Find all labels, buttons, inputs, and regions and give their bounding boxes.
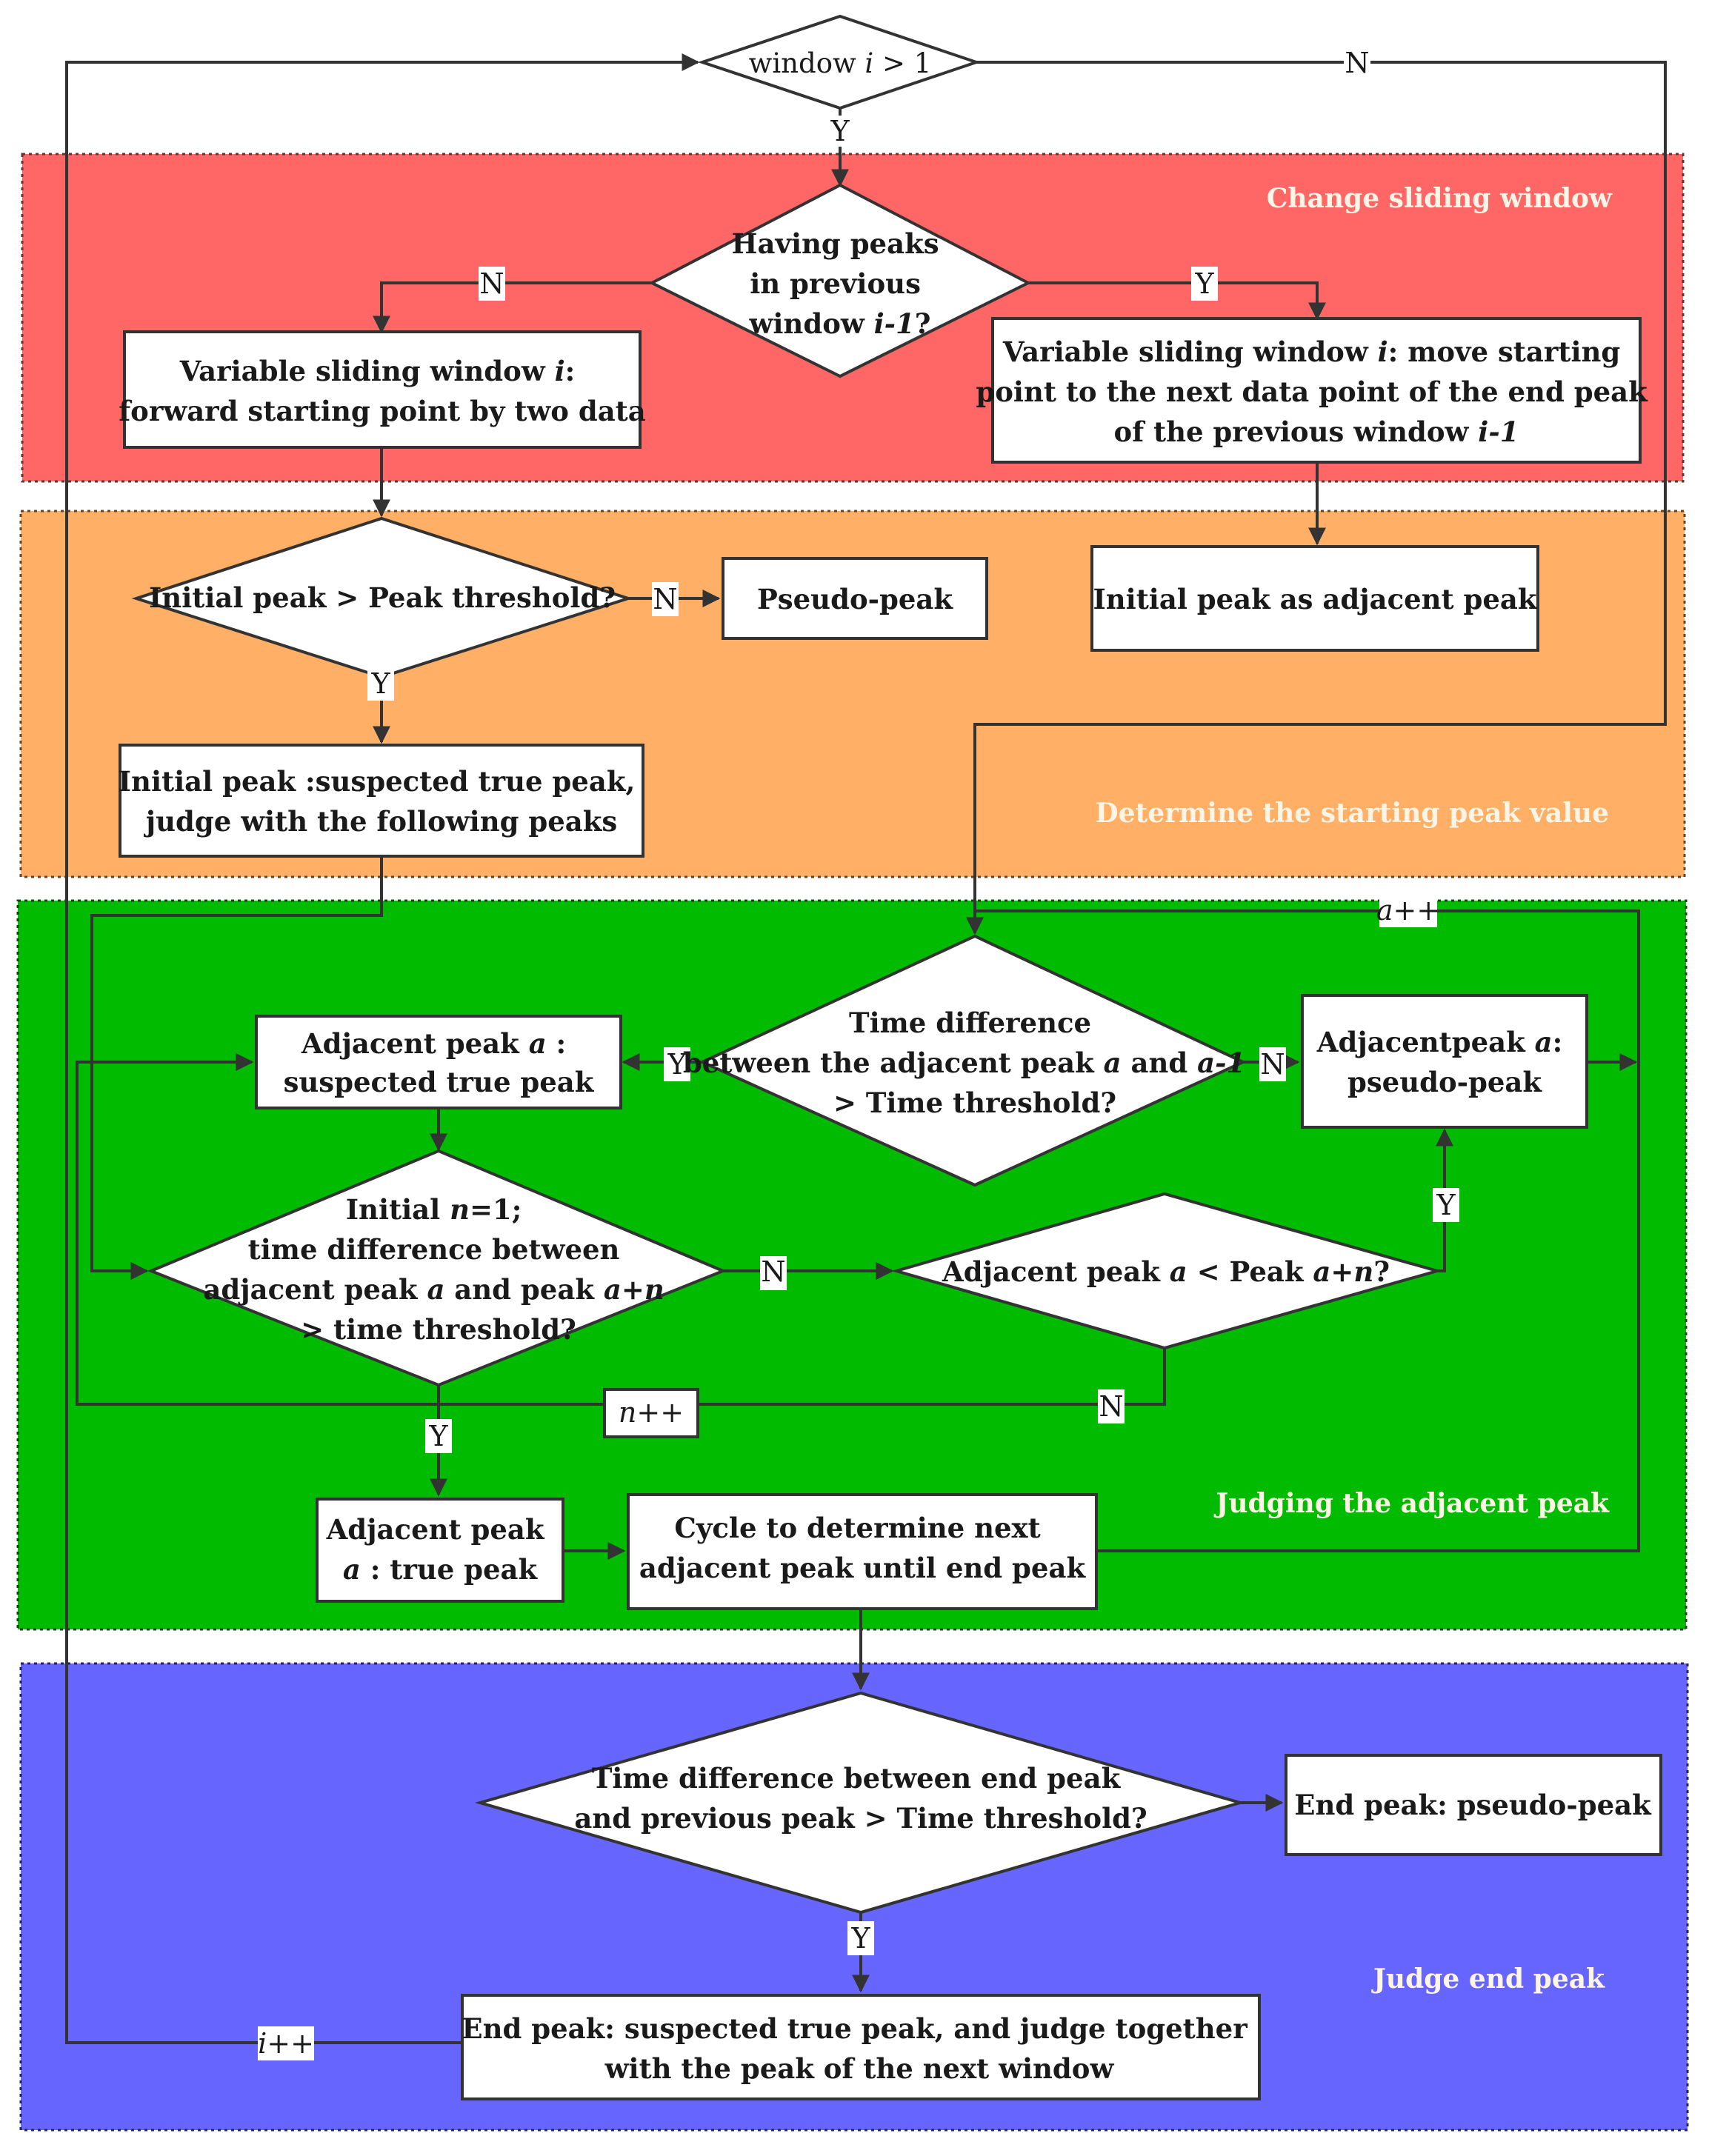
adjacent-less-text: Adjacent peak a < Peak a+n? [942, 1255, 1390, 1288]
adjacent-suspected-text: Adjacent peak a : suspected true peak [284, 1027, 595, 1098]
time-diff-adjacent-text: Time difference between the adjacent pea… [683, 1007, 1255, 1119]
having-peaks-text: Having peaks in previous window i-1? [732, 227, 949, 340]
initial-threshold-text: Initial peak > Peak threshold? [149, 581, 616, 614]
cycle-text: Cycle to determine next adjacent peak un… [639, 1512, 1087, 1584]
edge-label-bg [258, 2026, 314, 2060]
edge-label-bg [1433, 1188, 1459, 1222]
adjacent-true-text: Adjacent peak a : true peak [326, 1513, 554, 1586]
edge-less-no [76, 1053, 1166, 1406]
end-suspected-text: End peak: suspected true peak, and judge… [462, 2012, 1256, 2085]
label-initialn-yes: Y [428, 1420, 448, 1452]
label-window-no: N [1345, 47, 1369, 79]
label-end-yes: Y [850, 1922, 870, 1955]
process-move-start [991, 317, 1642, 464]
edge-label-bg [367, 667, 394, 701]
edge-label-bg [1098, 1389, 1125, 1424]
process-cycle [627, 1493, 1098, 1610]
time-diff-end-text: Time difference between end peak and pre… [574, 1762, 1147, 1835]
process-initial-adjacent [1090, 545, 1539, 652]
edge-having-yes [1028, 281, 1326, 321]
edge-label-bg [827, 116, 853, 147]
label-a-increment: a++ [1376, 894, 1440, 927]
edge-label-bg [479, 267, 505, 301]
label-less-yes: Y [1436, 1189, 1456, 1221]
edge-label-bg [652, 582, 679, 616]
process-forward-two [123, 330, 642, 449]
label-threshold-yes: Y [370, 667, 390, 700]
edge-a-loop [975, 910, 1640, 1552]
region-title-adjacent: Judging the adjacent peak [1213, 1488, 1610, 1519]
region-title-end-peak: Judge end peak [1371, 1963, 1605, 1995]
window-check-text: window i > 1 [749, 47, 932, 79]
decision-time-diff-end [474, 1691, 1246, 1915]
initial-n-text: Initial n=1; time difference between adj… [203, 1193, 673, 1346]
label-less-no: N [1099, 1390, 1123, 1423]
region-title-change-window: Change sliding window [1267, 183, 1613, 214]
edge-label-bg [1379, 893, 1437, 927]
process-end-pseudo [1285, 1754, 1662, 1856]
edge-label-bg [1344, 47, 1370, 79]
edge-label-bg [664, 1047, 690, 1081]
move-start-text: Variable sliding window i: move starting… [976, 336, 1656, 448]
decision-adjacent-less [890, 1192, 1443, 1350]
edge-label-bg [1191, 267, 1218, 301]
edge-suspected-to-n [90, 856, 383, 1280]
label-having-yes: Y [1194, 267, 1214, 300]
label-window-yes: Y [830, 115, 850, 147]
end-pseudo-text: End peak: pseudo-peak [1294, 1789, 1652, 1821]
label-timediff-no: N [1260, 1048, 1285, 1081]
edge-label-bg [760, 1256, 787, 1290]
label-initialn-no: N [761, 1255, 785, 1288]
process-pseudo-peak [722, 557, 988, 640]
label-i-increment: i++ [258, 2027, 314, 2060]
edge-window-no [966, 61, 1667, 935]
region-title-start-peak: Determine the starting peak value [1096, 798, 1610, 829]
process-adjacent-pseudo [1301, 994, 1588, 1129]
label-timediff-yes: Y [667, 1048, 687, 1081]
edge-having-no [373, 281, 652, 334]
process-initial-suspected [119, 744, 644, 858]
decision-window-check [697, 14, 982, 110]
process-end-suspected [461, 1994, 1261, 2100]
label-n-increment: n++ [619, 1396, 684, 1429]
forward-two-text: Variable sliding window i: forward start… [119, 355, 646, 427]
process-adjacent-true [316, 1498, 564, 1603]
initial-suspected-text: Initial peak :suspected true peak, judge… [119, 765, 644, 838]
edge-label-bg [847, 1921, 874, 1955]
label-threshold-no: N [653, 583, 677, 615]
decision-having-peaks [648, 183, 1032, 378]
edge-label-bg [1259, 1047, 1286, 1081]
edge-label-bg [603, 1388, 699, 1438]
process-adjacent-suspected [255, 1015, 622, 1109]
initial-adjacent-text: Initial peak as adjacent peak [1093, 583, 1537, 615]
edge-label-bg [425, 1419, 452, 1453]
decision-time-diff-adjacent [699, 934, 1247, 1187]
pseudo-peak-text: Pseudo-peak [757, 583, 953, 615]
adjacent-pseudo-text: Adjacentpeak a: pseudo-peak [1316, 1026, 1572, 1098]
decision-initial-n [147, 1149, 727, 1387]
label-having-no: N [479, 267, 504, 300]
decision-initial-threshold [131, 516, 633, 679]
